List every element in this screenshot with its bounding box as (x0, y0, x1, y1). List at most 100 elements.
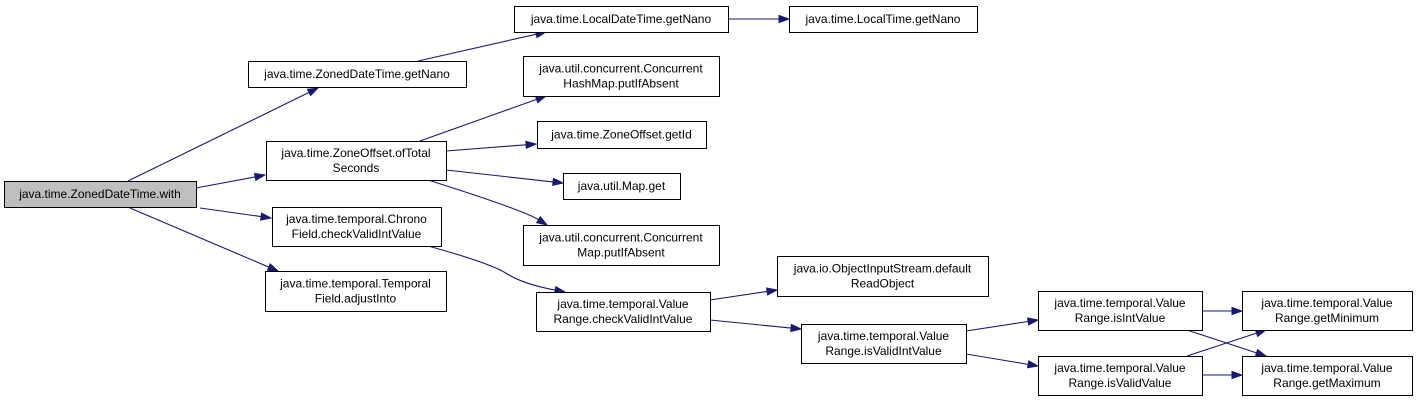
node-n11[interactable]: java.time.temporal.ValueRange.checkValid… (536, 292, 711, 332)
edge-n11-to-n12 (709, 287, 779, 301)
edge-line (445, 144, 527, 152)
node-label: Field.adjustInto (315, 292, 397, 306)
edge-line (709, 290, 768, 301)
edge-line (965, 320, 1029, 332)
node-n15[interactable]: java.time.temporal.ValueRange.isValidVal… (1038, 356, 1203, 396)
node-label: ReadObject (851, 277, 915, 291)
node-box (777, 256, 989, 297)
arrowhead (1231, 306, 1244, 316)
edge-line (195, 176, 256, 189)
node-label: java.time.ZoneOffset.getId (550, 128, 692, 142)
edge-n13-to-n15 (965, 353, 1040, 369)
node-box (563, 173, 681, 200)
node-label: Range.isValidValue (1069, 376, 1172, 390)
node-layer: java.time.ZonedDateTime.with java.time.Zo… (4, 6, 1413, 396)
node-box (536, 292, 711, 332)
edge-line (417, 33, 537, 62)
node-n9[interactable]: java.time.temporal.ChronoField.checkVali… (272, 207, 442, 247)
node-n5[interactable]: java.util.concurrent.ConcurrentHashMap.p… (523, 56, 720, 97)
node-n12[interactable]: java.io.ObjectInputStream.defaultReadObj… (777, 256, 989, 297)
node-n8[interactable]: java.util.concurrent.ConcurrentMap.putIf… (523, 225, 720, 266)
edge-n4-to-n6 (445, 140, 538, 152)
node-n10[interactable]: java.time.temporal.TemporalField.adjustI… (265, 271, 447, 312)
edge-n4-to-n5 (419, 95, 548, 142)
edge-line (445, 169, 554, 183)
node-n13[interactable]: java.time.temporal.ValueRange.isValidInt… (801, 324, 967, 364)
node-label: java.time.temporal.Chrono (285, 212, 427, 226)
node-box (266, 141, 447, 181)
arrowhead (1231, 370, 1244, 380)
node-label: java.time.temporal.Value (817, 329, 950, 343)
node-label: java.time.temporal.Value (1053, 296, 1186, 310)
edge-n14-to-n16 (1202, 306, 1244, 316)
edge-line (419, 98, 537, 142)
node-box (789, 6, 978, 33)
node-box (1038, 291, 1203, 331)
edge-n4-to-n8 (427, 179, 549, 226)
node-n6[interactable]: java.time.ZoneOffset.getId (537, 121, 707, 149)
node-label: Range.getMaximum (1273, 376, 1380, 390)
node-label: Range.isIntValue (1075, 311, 1166, 325)
node-box (523, 56, 720, 97)
node-box (248, 61, 467, 88)
edge-n15-to-n17 (1202, 370, 1244, 380)
arrowhead (266, 263, 280, 272)
arrowhead (1026, 360, 1040, 369)
edge-line (129, 207, 270, 268)
edge-line (965, 353, 1029, 365)
node-box (537, 121, 707, 149)
arrowhead (790, 323, 803, 333)
arrowhead (1254, 348, 1268, 357)
node-label: java.util.Map.get (577, 179, 666, 193)
node-label: Field.checkValidIntValue (292, 227, 422, 241)
node-box (272, 207, 442, 247)
node-label: java.time.ZonedDateTime.getNano (263, 67, 450, 81)
arrowhead (525, 140, 538, 150)
edge-line (427, 245, 556, 291)
node-n3[interactable]: java.time.LocalTime.getNano (789, 6, 978, 33)
node-label: java.util.concurrent.Concurrent (538, 231, 703, 245)
edge-line (427, 179, 539, 221)
edge-n0-to-n4 (195, 172, 267, 189)
node-label: Map.putIfAbsent (577, 246, 665, 260)
edge-n13-to-n14 (965, 317, 1040, 332)
node-label: HashMap.putIfAbsent (563, 77, 679, 91)
node-label: java.time.temporal.Value (556, 297, 689, 311)
arrowhead (535, 215, 549, 226)
node-box (1242, 356, 1413, 396)
edge-line (199, 207, 262, 218)
node-label: java.time.temporal.Value (1260, 296, 1393, 310)
edge-n0-to-n9 (199, 207, 273, 221)
node-n2[interactable]: java.time.LocalDateTime.getNano (514, 6, 729, 33)
arrowhead (765, 287, 779, 296)
node-label: java.time.temporal.Temporal (279, 277, 431, 291)
node-n1[interactable]: java.time.ZonedDateTime.getNano (248, 61, 467, 88)
edge-line (709, 319, 792, 329)
edge-n2-to-n3 (728, 14, 791, 24)
edge-n0-to-n10 (129, 207, 280, 272)
arrowhead (253, 172, 267, 182)
node-label: java.time.temporal.Value (1053, 361, 1186, 375)
root-node[interactable]: java.time.ZonedDateTime.with (4, 181, 197, 208)
node-label: java.time.LocalTime.getNano (805, 12, 961, 26)
edge-line (1186, 332, 1257, 357)
node-n7[interactable]: java.util.Map.get (563, 173, 681, 200)
arrowhead (306, 87, 320, 97)
arrowhead (552, 177, 565, 187)
edge-n4-to-n7 (445, 169, 565, 187)
node-box (801, 324, 967, 364)
node-label: java.time.temporal.Value (1260, 361, 1393, 375)
edge-line (127, 91, 310, 182)
arrowhead (778, 14, 791, 24)
node-label: java.time.ZonedDateTime.with (18, 187, 181, 201)
node-label: Seconds (333, 161, 380, 175)
node-label: Range.checkValidIntValue (554, 312, 693, 326)
arrowhead (1026, 317, 1040, 326)
edge-n0-to-n1 (127, 87, 320, 182)
node-box (4, 181, 197, 208)
